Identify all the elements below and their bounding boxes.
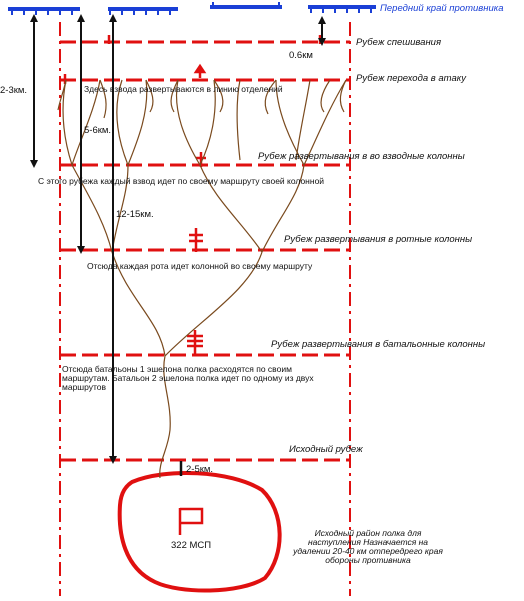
route-segment (99, 79, 107, 119)
march-routes (57, 79, 347, 479)
route-segment (159, 355, 171, 479)
label-attack-line: Рубеж перехода в атаку (356, 73, 466, 84)
enemy-position-2 (108, 7, 178, 15)
route-segment (213, 79, 224, 113)
route-segment (199, 164, 263, 253)
sector-boundaries (59, 22, 351, 596)
platoon-symbol (196, 152, 206, 167)
enemy-position-1 (8, 7, 80, 15)
route-segment (295, 79, 311, 161)
distance-2-3km: 2-3км. (0, 85, 28, 96)
phase-lines (60, 40, 350, 462)
enemy-position-4 (308, 5, 376, 13)
route-segment (170, 79, 179, 113)
route-segment (175, 79, 201, 166)
route-segment (261, 164, 305, 253)
label-platoon-line: Рубеж развертывания в во взводные колонн… (258, 151, 465, 162)
distance-0-6km: 0.6км (289, 50, 313, 61)
route-segment (199, 79, 216, 166)
label-company-line: Рубеж развертывания в ротные колонны (284, 234, 473, 245)
attack-arrow-symbol (193, 63, 207, 78)
note-battalion-route: Отсюда батальоны 1 эшелона полка расходя… (62, 364, 314, 392)
route-segment (127, 79, 148, 166)
route-segment (116, 79, 129, 166)
unit-label: 322 МСП (171, 540, 212, 551)
enemy-front-symbols (8, 2, 376, 15)
label-start-line: Исходный рубеж (289, 444, 363, 455)
route-segment (145, 79, 154, 113)
route-segment (164, 251, 263, 357)
route-segment (320, 79, 331, 113)
enemy-position-3 (210, 2, 282, 9)
assembly-area-note: Исходный район полка для наступления Наз… (293, 528, 443, 565)
regiment-flag-icon (178, 507, 204, 535)
regiment-assembly-area (117, 470, 282, 593)
distance-12-15km: 12-15км. (116, 209, 154, 220)
route-segment (71, 79, 101, 166)
route-segment (264, 79, 277, 115)
distance-5-6km: 5-6км. (84, 125, 112, 136)
distance-arrows (30, 14, 326, 476)
distance-2-5km: 2-5км. (186, 464, 214, 475)
enemy-front-label: Передний край противника (380, 3, 504, 14)
note-platoon-route: С этого рубежа каждый взвод идет по свое… (38, 176, 325, 186)
route-segment (275, 79, 305, 166)
route-segment (111, 251, 166, 357)
route-segment (339, 79, 347, 113)
company-symbol (189, 228, 203, 252)
battalion-symbol (187, 330, 203, 356)
label-dismount-line: Рубеж спешивания (356, 37, 442, 48)
route-segment (57, 79, 67, 111)
note-company-route: Отсюда каждая рота идет колонной во свое… (87, 261, 313, 271)
note-platoons-line: Здесь взвода развертываются в линию отде… (84, 84, 283, 94)
route-segment (303, 79, 347, 166)
label-battalion-line: Рубеж развертывания в батальонные колонн… (271, 339, 486, 350)
route-segment (236, 79, 241, 161)
route-segment (62, 79, 73, 166)
